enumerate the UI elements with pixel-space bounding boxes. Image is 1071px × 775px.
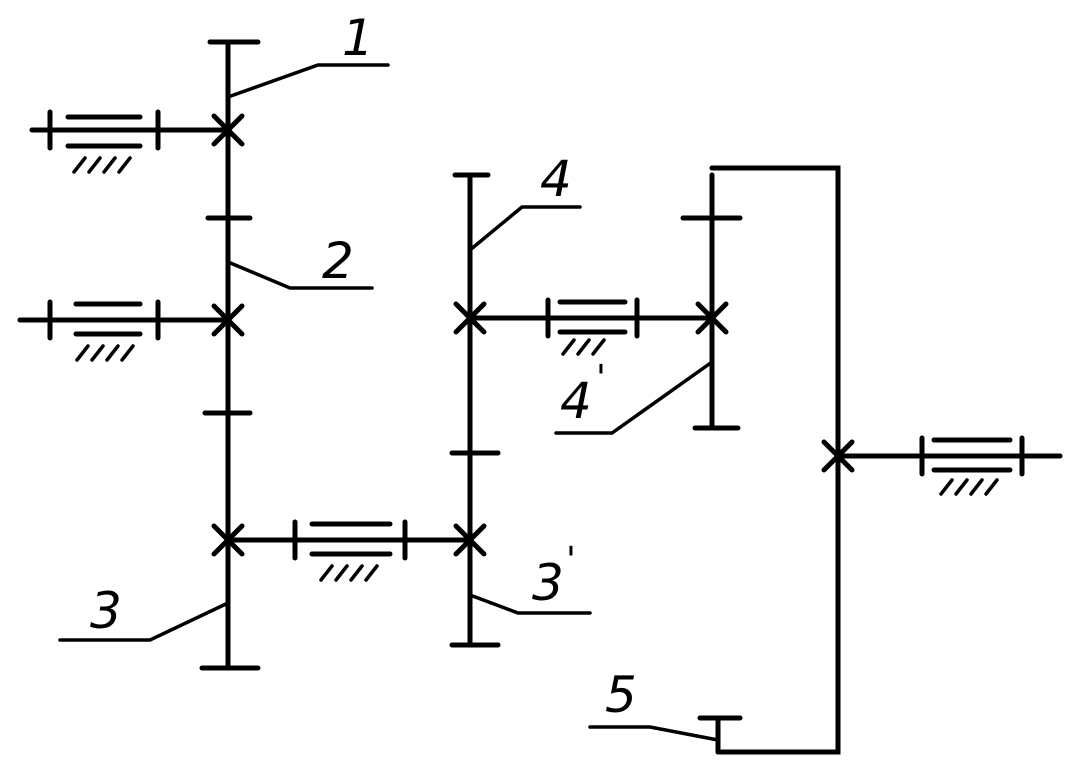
label-gear-5: 5 [605, 666, 637, 724]
label-gear-4-prime-mark: ' [596, 358, 606, 399]
gear-mesh-cross-1 [211, 113, 245, 147]
label-gear-3-prime-number: 3 [532, 554, 564, 612]
shaft-3 [225, 519, 473, 561]
leader-line-5 [588, 725, 720, 742]
bearing-output-shaft [931, 437, 1013, 496]
label-gear-1: 1 [342, 9, 374, 67]
label-gear-4-prime-number: 4 [560, 372, 592, 430]
gear-5-ring [697, 165, 841, 755]
gear-3-prime [449, 450, 501, 648]
bearing-shaft-3 [309, 521, 393, 582]
gear-mesh-cross-5 [821, 439, 855, 473]
leader-line-3 [58, 601, 230, 642]
label-gear-4: 4 [540, 150, 572, 208]
gear-mesh-cross-2 [211, 303, 245, 337]
gear-mesh-cross-4 [453, 301, 487, 335]
gear-2 [202, 215, 253, 416]
leader-line-1 [226, 63, 390, 99]
label-gear-3-prime-mark: ' [566, 540, 576, 581]
label-gear-3: 3 [90, 582, 122, 640]
leader-line-4-prime [554, 360, 714, 435]
shaft-4 [467, 297, 715, 339]
output-shaft [835, 435, 1063, 477]
shaft-2 [17, 299, 229, 341]
shaft-1 [29, 109, 229, 151]
gear-mesh-cross-3 [211, 523, 245, 557]
bearing-shaft-4 [557, 299, 628, 356]
leader-line-4 [468, 205, 582, 252]
leader-line-3-prime [468, 593, 592, 615]
bearing-shaft-2 [73, 301, 143, 362]
gear-4-prime [680, 172, 743, 431]
label-gear-2: 2 [322, 232, 354, 290]
leader-line-2 [226, 260, 374, 290]
bearing-shaft-1 [65, 114, 143, 174]
gear-4 [449, 172, 501, 456]
